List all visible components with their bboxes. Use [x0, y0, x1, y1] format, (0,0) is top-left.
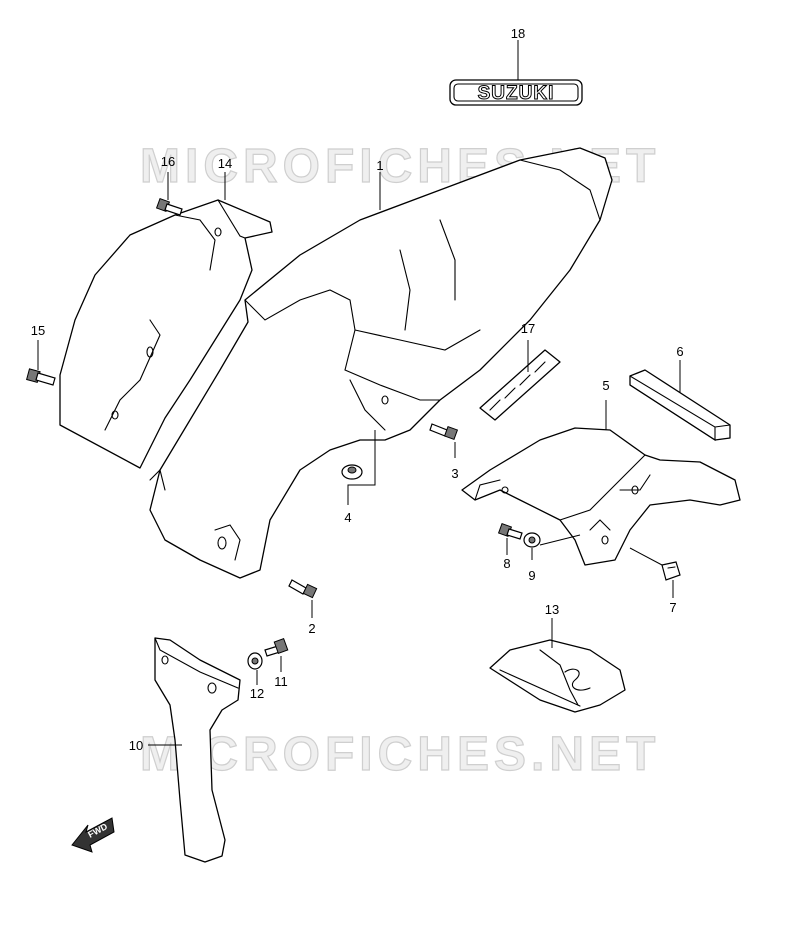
part-10-mudflap[interactable]	[154, 637, 241, 863]
callout-18[interactable]: 18	[511, 26, 525, 41]
watermark-bottom: MICROFICHES.NET	[140, 728, 660, 781]
callout-9[interactable]: 9	[528, 568, 535, 583]
part-12-nut[interactable]	[247, 652, 263, 670]
callout-4[interactable]: 4	[344, 510, 351, 525]
callout-7[interactable]: 7	[669, 600, 676, 615]
part-8-bolt[interactable]	[497, 522, 523, 540]
part-1-rear-fender[interactable]	[149, 147, 613, 579]
part-6-block[interactable]	[629, 369, 731, 442]
part-16-bolt[interactable]	[155, 197, 183, 216]
callout-2[interactable]: 2	[308, 621, 315, 636]
callout-14[interactable]: 14	[218, 156, 232, 171]
callout-5[interactable]: 5	[602, 378, 609, 393]
part-15-bolt[interactable]	[26, 368, 56, 386]
callout-12[interactable]: 12	[250, 686, 264, 701]
callout-13[interactable]: 13	[545, 602, 559, 617]
part-2-bolt[interactable]	[288, 579, 318, 599]
callout-6[interactable]: 6	[676, 344, 683, 359]
callout-3[interactable]: 3	[451, 466, 458, 481]
callout-17[interactable]: 17	[521, 321, 535, 336]
callout-1[interactable]: 1	[376, 158, 383, 173]
part-14-inner-guard[interactable]	[59, 199, 273, 469]
part-3-bolt[interactable]	[429, 423, 459, 441]
part-5-rear-flap[interactable]	[461, 427, 741, 566]
callout-8[interactable]: 8	[503, 556, 510, 571]
part-7-clip[interactable]	[661, 561, 681, 581]
part-13-pad[interactable]	[489, 639, 626, 713]
fwd-arrow-icon: FWD	[71, 817, 115, 853]
part-11-bolt[interactable]	[264, 638, 289, 657]
callout-11[interactable]: 11	[274, 674, 288, 689]
callout-10[interactable]: 10	[129, 738, 143, 753]
part-17-decal[interactable]	[479, 349, 561, 421]
part-9-washer[interactable]	[523, 532, 541, 548]
callout-16[interactable]: 16	[161, 154, 175, 169]
part-18-emblem[interactable]: SUZUKI	[449, 79, 583, 106]
emblem-text: SUZUKI	[478, 83, 555, 104]
part-4-nut[interactable]	[341, 464, 363, 480]
callout-15[interactable]: 15	[31, 323, 45, 338]
